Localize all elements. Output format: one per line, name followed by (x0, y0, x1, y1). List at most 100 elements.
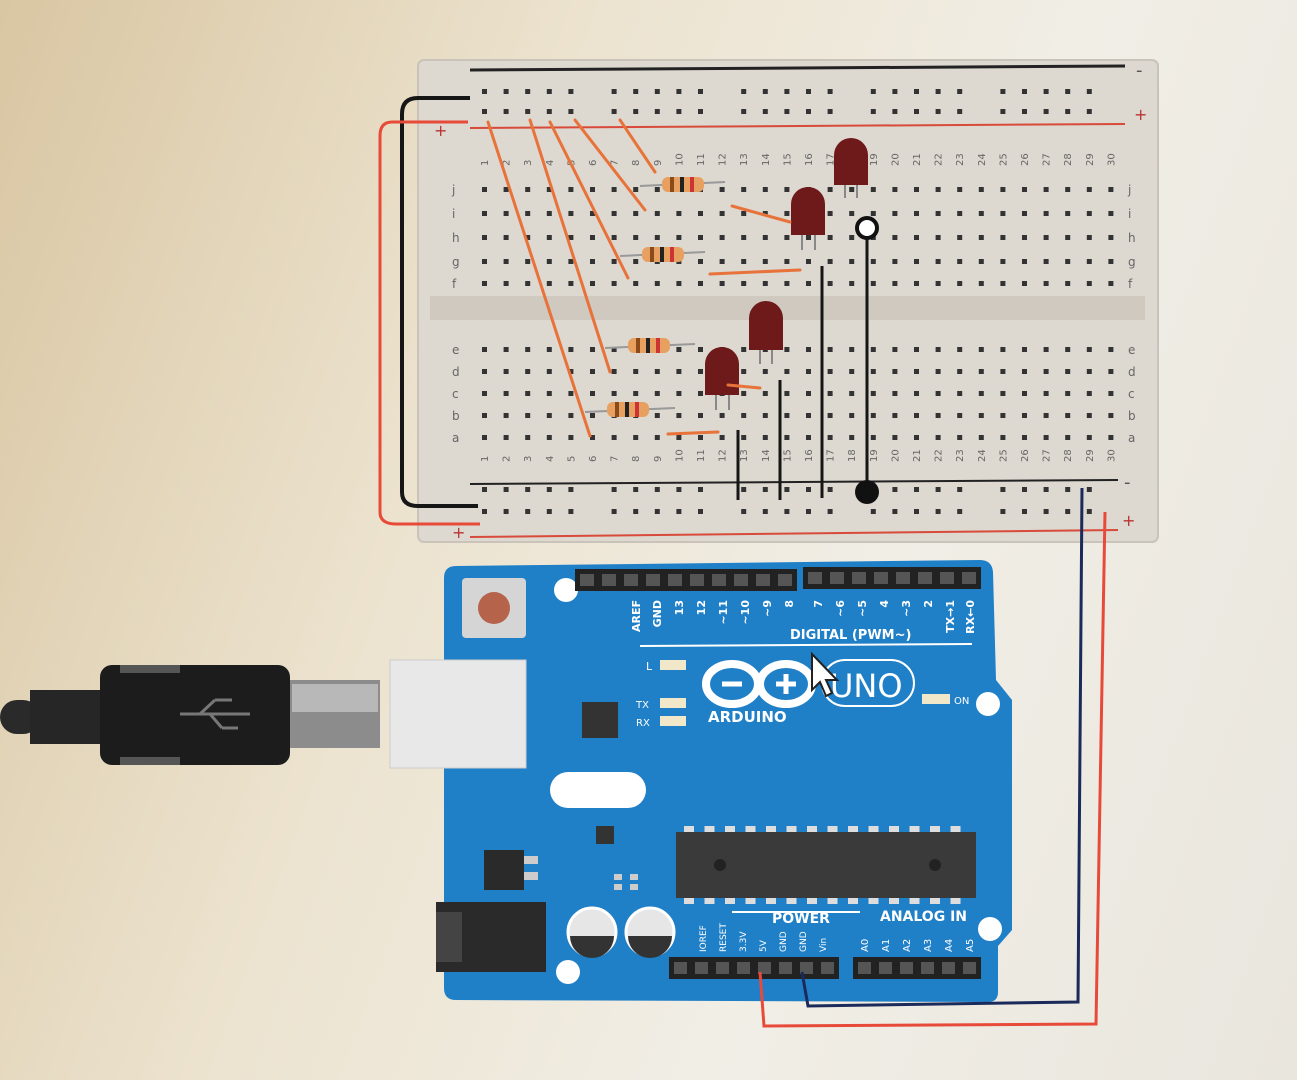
header-pin[interactable] (734, 574, 748, 586)
resistor-1[interactable] (639, 177, 726, 192)
wire-endpoint-handle-bottom[interactable] (855, 480, 879, 504)
hole (1043, 109, 1049, 114)
column-number-top: 24 (977, 153, 988, 166)
hole (525, 391, 531, 396)
header-pin[interactable] (962, 572, 976, 584)
column-number-top: 23 (955, 153, 966, 166)
header-pin[interactable] (716, 962, 729, 974)
led-2[interactable] (791, 187, 825, 250)
resistor-4[interactable] (584, 402, 676, 417)
hole (654, 487, 660, 492)
analog-pin-label: A1 (881, 939, 892, 952)
hole (1043, 435, 1049, 440)
led-1[interactable] (834, 138, 868, 198)
row-letter-left: a (452, 431, 459, 445)
hole (978, 391, 984, 396)
header-pin[interactable] (800, 962, 813, 974)
red-5v-wire[interactable] (758, 511, 1107, 1028)
hole (1043, 347, 1049, 352)
column-number-top: 10 (674, 153, 685, 166)
hole (568, 487, 574, 492)
hole (741, 187, 747, 192)
header-pin[interactable] (918, 572, 932, 584)
hole (892, 435, 898, 440)
header-pin[interactable] (674, 962, 687, 974)
header-pin[interactable] (858, 962, 871, 974)
digital-header-left[interactable] (575, 569, 797, 591)
hole (1022, 347, 1027, 352)
left-black-rail-wire[interactable] (400, 96, 478, 508)
header-pin[interactable] (758, 962, 771, 974)
header-pin[interactable] (580, 574, 594, 586)
header-pin[interactable] (852, 572, 866, 584)
hole (525, 347, 531, 352)
header-pin[interactable] (874, 572, 888, 584)
orange-jumper-wires[interactable] (486, 118, 802, 438)
power-header[interactable] (669, 957, 839, 979)
hole (546, 187, 552, 192)
hole (525, 369, 531, 374)
hole (870, 347, 876, 352)
header-pin[interactable] (879, 962, 892, 974)
hole (633, 509, 639, 514)
reset-button[interactable] (462, 578, 526, 638)
hole (741, 235, 747, 240)
hole (784, 235, 790, 240)
header-pin[interactable] (737, 962, 750, 974)
header-pin[interactable] (830, 572, 844, 584)
header-pin[interactable] (690, 574, 704, 586)
header-pin[interactable] (896, 572, 910, 584)
hole (978, 435, 984, 440)
hole (1022, 187, 1027, 192)
hole (482, 187, 487, 192)
hole (719, 235, 725, 240)
header-pin[interactable] (779, 962, 792, 974)
voltage-regulator (484, 850, 538, 890)
left-red-rail-wire[interactable] (378, 120, 480, 526)
hole (978, 235, 984, 240)
header-pin[interactable] (808, 572, 822, 584)
led-3[interactable] (749, 301, 783, 364)
header-pin[interactable] (900, 962, 913, 974)
header-pin[interactable] (695, 962, 708, 974)
header-pin[interactable] (668, 574, 682, 586)
analog-header[interactable] (853, 957, 981, 979)
header-pin[interactable] (940, 572, 954, 584)
header-pin[interactable] (646, 574, 660, 586)
digital-pin-label: ~10 (739, 600, 752, 625)
row-letter-left: f (452, 277, 457, 291)
hole (978, 369, 984, 374)
header-pin[interactable] (602, 574, 616, 586)
header-pin[interactable] (821, 962, 834, 974)
column-number-bottom: 1 (480, 456, 491, 462)
hole (1065, 391, 1071, 396)
digital-header-right[interactable] (803, 567, 981, 589)
hole (654, 391, 660, 396)
hole (849, 369, 855, 374)
wire-endpoint-handle-top[interactable] (855, 216, 879, 240)
hole (503, 413, 509, 418)
header-pin[interactable] (712, 574, 726, 586)
led-4[interactable] (705, 347, 739, 410)
header-pin[interactable] (624, 574, 638, 586)
header-pin[interactable] (778, 574, 792, 586)
hole (633, 187, 639, 192)
hole (957, 487, 963, 492)
column-number-top: 15 (782, 153, 793, 166)
hole (590, 413, 595, 418)
header-pin[interactable] (756, 574, 770, 586)
header-pin[interactable] (942, 962, 955, 974)
column-number-top: 7 (610, 160, 621, 166)
hole (806, 281, 811, 286)
hole (676, 391, 682, 396)
hole (827, 487, 833, 492)
black-ground-wires[interactable] (736, 228, 869, 500)
resistor-2[interactable] (619, 247, 706, 262)
hole (1000, 259, 1006, 264)
resistor-3[interactable] (604, 338, 696, 353)
hole (935, 109, 941, 114)
header-pin[interactable] (921, 962, 934, 974)
header-pin[interactable] (963, 962, 976, 974)
black-gnd-wire[interactable] (800, 487, 1084, 1008)
column-number-bottom: 29 (1085, 449, 1096, 462)
